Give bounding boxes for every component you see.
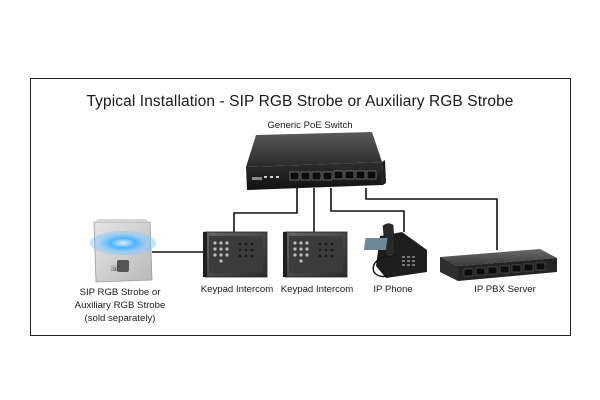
strobe-label-line2: Auxiliary RGB Strobe xyxy=(74,300,166,311)
cable-switch-phone xyxy=(330,188,405,232)
ip-phone-icon xyxy=(363,223,427,278)
strobe-label-line1: SIP RGB Strobe or xyxy=(79,287,161,298)
svg-text:☏: ☏ xyxy=(110,264,120,273)
keypad-intercom-label-1: Keypad Intercom xyxy=(200,284,274,295)
cable-switch-pbx xyxy=(365,188,498,250)
diagram-frame xyxy=(30,78,571,336)
switch-label: Generic PoE Switch xyxy=(267,120,353,131)
network-cables xyxy=(152,187,498,253)
pbx-server-label: IP PBX Server xyxy=(474,284,536,295)
pbx-server-icon xyxy=(440,249,557,281)
ip-phone-label: IP Phone xyxy=(373,284,413,295)
strobe-label: SIP RGB Strobe or Auxiliary RGB Strobe (… xyxy=(60,286,180,325)
strobe-label-line3: (sold separately) xyxy=(84,313,156,324)
diagram-title: Typical Installation - SIP RGB Strobe or… xyxy=(86,93,514,110)
rgb-strobe-icon: ☏ xyxy=(90,219,156,283)
keypad-intercom-icon xyxy=(283,231,348,278)
poe-switch-icon xyxy=(246,132,386,190)
keypad-intercom-label-2: Keypad Intercom xyxy=(280,284,354,295)
keypad-intercom-icon xyxy=(203,231,268,278)
cable-switch-keypad1 xyxy=(233,187,298,232)
